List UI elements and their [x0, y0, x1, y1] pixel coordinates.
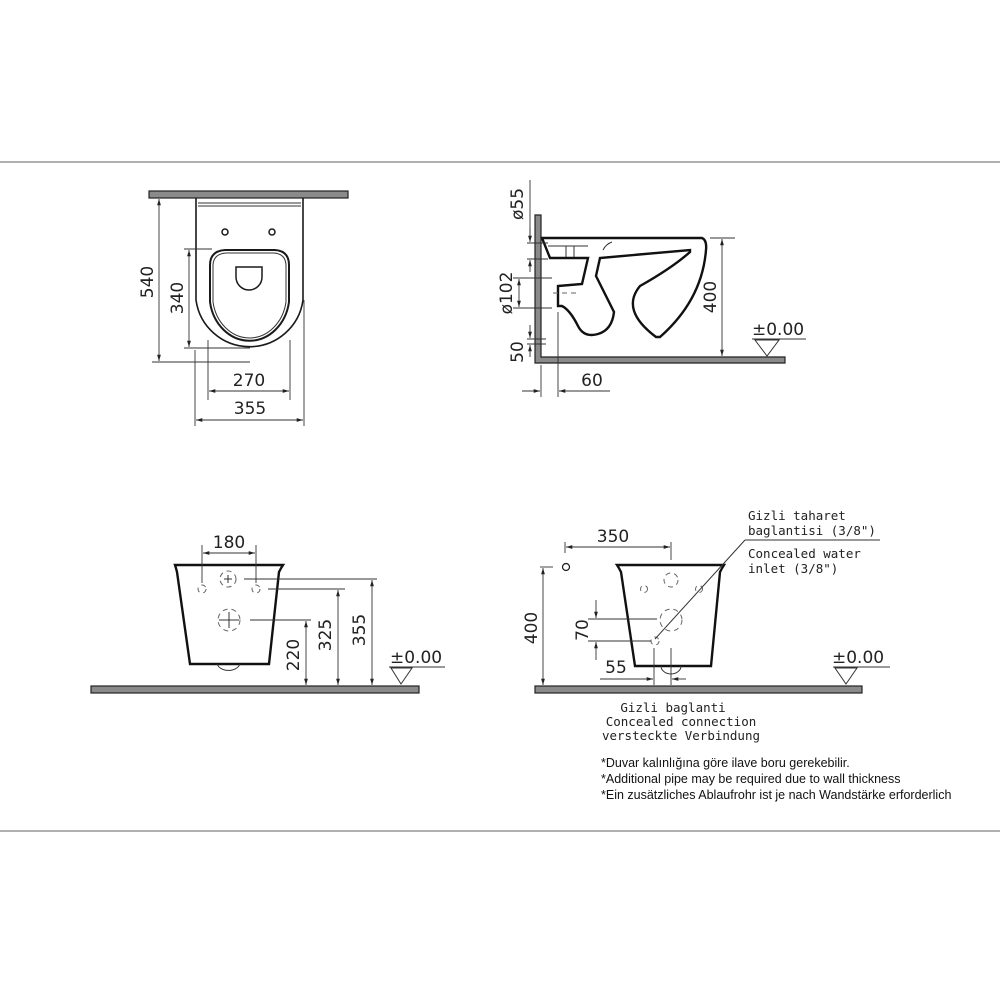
note-turkish: *Duvar kalınlığına göre ilave boru gerek…: [601, 756, 850, 770]
callout-connection-de: versteckte Verbindung: [602, 728, 760, 743]
callout-water-inlet-tr-1: Gizli taharet: [748, 508, 846, 523]
dim-bolt-spacing: 180: [213, 533, 245, 553]
seat-cutout: [235, 266, 263, 291]
toilet-section: [540, 236, 708, 339]
callout-water-inlet-tr-2: baglantisi (3/8"): [748, 523, 876, 538]
dim-inlet-height: 355: [350, 614, 370, 646]
dim-connection-offset: 55: [605, 658, 627, 678]
floor-level-icon: [754, 339, 780, 357]
dim-seat-length: 340: [168, 282, 188, 314]
dim-overall-width: 355: [234, 399, 266, 419]
wall-floor-section: [534, 214, 786, 364]
callout-water-inlet-en-1: Concealed water: [748, 546, 861, 561]
dim-outlet-height: 220: [284, 639, 304, 671]
inlet-connection-icon: [219, 570, 237, 588]
dim-inlet-diameter: ø55: [508, 188, 528, 220]
bolt-hole-icon: [268, 228, 276, 236]
floor-level-label: ±0.00: [752, 320, 804, 340]
callout-water-inlet-en-2: inlet (3/8"): [748, 561, 838, 576]
callout-connection-en: Concealed connection: [606, 714, 757, 729]
installation-view-drawing: ±0.00 350 400 70 55 Gizli taharet baglan…: [522, 508, 890, 743]
bolt-hole-icon: [251, 584, 261, 594]
dim-inlet-offset: 350: [597, 527, 629, 547]
water-inlet-point-icon: [561, 562, 571, 572]
outlet-connection-icon: [217, 608, 241, 632]
dim-seat-width: 270: [233, 371, 265, 391]
bolt-hole-icon: [221, 228, 229, 236]
installation-notes: *Duvar kalınlığına göre ilave boru gerek…: [601, 756, 951, 802]
note-german: *Ein zusätzliches Ablaufrohr ist je nach…: [601, 788, 951, 802]
outlet-connection-icon: [659, 608, 683, 632]
seat-outline: [209, 249, 290, 342]
dim-bolt-height: 325: [316, 619, 336, 651]
bolt-hole-icon: [640, 585, 648, 593]
dim-outlet-diameter: ø102: [497, 272, 517, 315]
floor-section: [90, 685, 420, 694]
dim-outlet-floor-offset: 50: [508, 341, 528, 363]
bolt-hole-icon: [695, 585, 703, 593]
dim-rim-height: 400: [701, 281, 721, 313]
floor-level-label: ±0.00: [390, 648, 442, 668]
wall-section: [148, 190, 349, 199]
callout-connection-tr: Gizli baglanti: [620, 700, 725, 715]
floor-level-icon: [834, 667, 858, 685]
top-view-drawing: 540 340 270 355: [138, 190, 349, 426]
inlet-connection-icon: [663, 572, 679, 588]
note-english: *Additional pipe may be required due to …: [601, 772, 900, 786]
dim-overall-length: 540: [138, 266, 158, 298]
floor-level-label: ±0.00: [832, 648, 884, 668]
dim-inlet-height: 400: [522, 612, 542, 644]
side-view-drawing: ±0.00 ø55 ø102 50 60 400: [497, 180, 806, 397]
dim-connection-spacing: 70: [573, 619, 593, 641]
dim-wall-offset: 60: [581, 371, 603, 391]
bolt-hole-icon: [197, 584, 207, 594]
floor-level-icon: [390, 667, 413, 685]
floor-section: [534, 685, 863, 694]
rear-view-drawing: ±0.00 180 220 325 355: [90, 533, 445, 694]
